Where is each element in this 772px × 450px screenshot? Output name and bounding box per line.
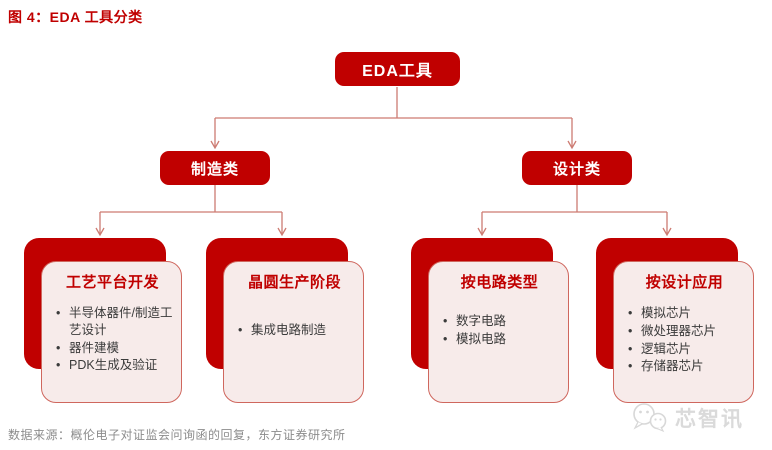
arrow-down-icon [567,140,577,150]
card-bullet-list: 集成电路制造 [234,322,355,339]
card-front-layer: 晶圆生产阶段 集成电路制造 [223,261,364,403]
node-eda-tools: EDA工具 [335,52,460,86]
bullet-item: 集成电路制造 [234,322,355,339]
bullet-item: 器件建模 [52,340,173,357]
node-label: 制造类 [190,160,239,178]
arrow-down-icon [662,227,672,237]
node-manufacturing: 制造类 [160,151,270,185]
card-title: 按设计应用 [645,274,724,291]
wechat-bubbles-icon [633,403,667,433]
figure-title: 图 4：EDA 工具分类 [8,9,143,25]
card-circuit-type: 按电路类型 数字电路 模拟电路 [411,238,571,410]
bullet-item: 存储器芯片 [624,358,745,375]
card-front-layer: 按设计应用 模拟芯片 微处理器芯片 逻辑芯片 存储器芯片 [613,261,754,403]
arrow-down-icon [210,140,220,150]
bullet-item: 模拟电路 [439,331,560,348]
bullet-item: 数字电路 [439,313,560,330]
node-design: 设计类 [522,151,632,185]
brand-name: 芯智讯 [675,408,744,431]
bullet-item: 模拟芯片 [624,305,745,322]
card-front-layer: 工艺平台开发 半导体器件/制造工艺设计 器件建模 PDK生成及验证 [41,261,182,403]
arrow-down-icon [477,227,487,237]
arrow-down-icon [95,227,105,237]
bullet-item: PDK生成及验证 [52,357,173,374]
card-title: 按电路类型 [460,274,539,291]
card-process-platform: 工艺平台开发 半导体器件/制造工艺设计 器件建模 PDK生成及验证 [24,238,184,410]
bullet-item: 逻辑芯片 [624,341,745,358]
card-title: 工艺平台开发 [65,274,159,291]
node-label: EDA工具 [362,63,433,80]
brand-watermark: 芯智讯 [630,402,744,434]
arrow-down-icon [277,227,287,237]
card-title: 晶圆生产阶段 [247,274,341,291]
node-label: 设计类 [552,160,601,178]
card-front-layer: 按电路类型 数字电路 模拟电路 [428,261,569,403]
card-design-application: 按设计应用 模拟芯片 微处理器芯片 逻辑芯片 存储器芯片 [596,238,756,410]
data-source-note: 数据来源：概伦电子对证监会问询函的回复，东方证券研究所 [8,428,346,442]
bullet-item: 微处理器芯片 [624,323,745,340]
card-bullet-list: 数字电路 模拟电路 [439,313,560,348]
card-wafer-production: 晶圆生产阶段 集成电路制造 [206,238,366,410]
card-bullet-list: 模拟芯片 微处理器芯片 逻辑芯片 存储器芯片 [624,305,745,375]
bullet-item: 半导体器件/制造工艺设计 [52,305,173,339]
card-bullet-list: 半导体器件/制造工艺设计 器件建模 PDK生成及验证 [52,305,173,374]
